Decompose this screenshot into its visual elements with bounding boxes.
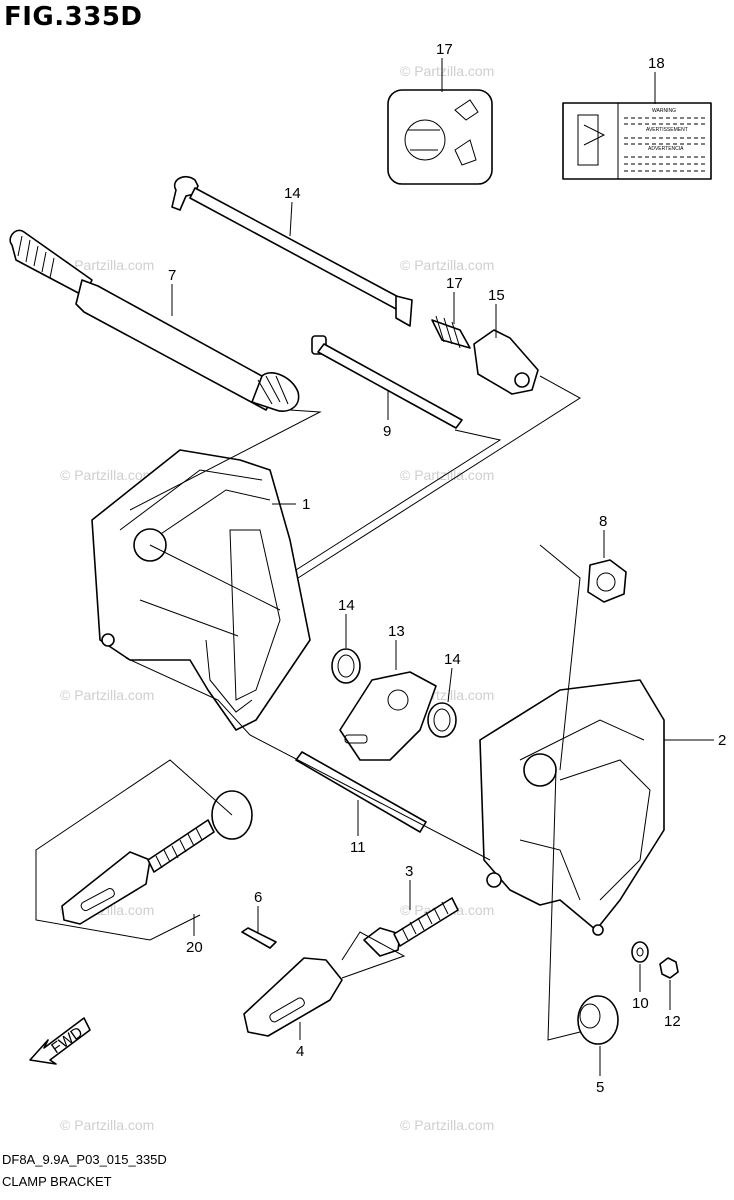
part-17-spring[interactable] bbox=[431, 315, 471, 349]
part-2-clamp-bracket[interactable] bbox=[479, 679, 665, 936]
part-14-bushing-lower[interactable] bbox=[427, 702, 457, 738]
leader-lines bbox=[35, 58, 714, 1076]
part-10-washer[interactable] bbox=[631, 941, 649, 963]
part-19-warning-label[interactable]: WARNING AVERTISSEMENT ADVERTENCIA bbox=[562, 102, 712, 180]
watermark: © Partzilla.com bbox=[60, 467, 154, 483]
callout-19: 18 bbox=[648, 55, 665, 72]
callout-5: 5 bbox=[596, 1079, 604, 1096]
watermark: © Partzilla.com bbox=[400, 63, 494, 79]
callout-8: 8 bbox=[599, 513, 607, 530]
callout-13: 13 bbox=[388, 623, 405, 640]
callout-14: 14 bbox=[444, 651, 461, 668]
part-5-pad[interactable] bbox=[577, 995, 619, 1045]
callout-12: 12 bbox=[664, 1013, 681, 1030]
part-14-bushing-upper[interactable] bbox=[331, 648, 361, 684]
part-8-nut[interactable] bbox=[587, 559, 627, 603]
part-6-pin[interactable] bbox=[241, 927, 277, 949]
callout-3: 3 bbox=[405, 863, 413, 880]
callout-11: 11 bbox=[350, 839, 366, 856]
watermark: © Partzilla.com bbox=[400, 467, 494, 483]
callout-18: 17 bbox=[436, 41, 453, 58]
part-18-decal[interactable] bbox=[387, 89, 493, 185]
callout-6: 6 bbox=[254, 889, 262, 906]
part-11-pin[interactable] bbox=[295, 751, 427, 833]
watermark: © Partzilla.com bbox=[60, 687, 154, 703]
part-12-nut[interactable] bbox=[659, 957, 679, 979]
callouts: 17 18 14 7 17 15 9 1 8 14 13 14 2 11 3 6… bbox=[168, 41, 726, 1096]
callout-15: 14 bbox=[284, 185, 301, 202]
part-16-knob[interactable] bbox=[473, 329, 539, 395]
part-13-plate[interactable] bbox=[339, 671, 437, 761]
callout-14: 14 bbox=[338, 597, 355, 614]
watermark: © Partzilla.com bbox=[60, 257, 154, 273]
figure-code: DF8A_9.9A_P03_015_335D bbox=[2, 1152, 167, 1167]
part-4-clamp-handle[interactable] bbox=[243, 957, 343, 1037]
fwd-arrow-icon: FWD bbox=[29, 1017, 91, 1065]
callout-20: 20 bbox=[186, 939, 203, 956]
part-20-clamp-screw-assy[interactable] bbox=[61, 790, 253, 925]
decal-line-avertissement: AVERTISSEMENT bbox=[646, 127, 688, 133]
decal-line-advertencia: ADVERTENCIA bbox=[648, 146, 684, 152]
callout-7: 7 bbox=[168, 267, 176, 284]
figure-title: FIG.335D bbox=[4, 2, 143, 32]
callout-10: 10 bbox=[632, 995, 649, 1012]
part-7-clamp-tube[interactable] bbox=[9, 229, 300, 412]
watermark: © Partzilla.com bbox=[400, 1117, 494, 1133]
callout-16: 15 bbox=[488, 287, 505, 304]
callout-4: 4 bbox=[296, 1043, 304, 1060]
callout-9: 9 bbox=[383, 423, 391, 440]
part-15-rod[interactable] bbox=[171, 175, 413, 327]
callout-17: 17 bbox=[446, 275, 463, 292]
figure-name: CLAMP BRACKET bbox=[2, 1174, 112, 1189]
watermark: © Partzilla.com bbox=[400, 257, 494, 273]
decal-line-warning: WARNING bbox=[652, 108, 676, 114]
part-9-bolt[interactable] bbox=[311, 335, 463, 429]
callout-1: 1 bbox=[302, 496, 310, 513]
watermark: © Partzilla.com bbox=[60, 1117, 154, 1133]
callout-2: 2 bbox=[718, 732, 726, 749]
